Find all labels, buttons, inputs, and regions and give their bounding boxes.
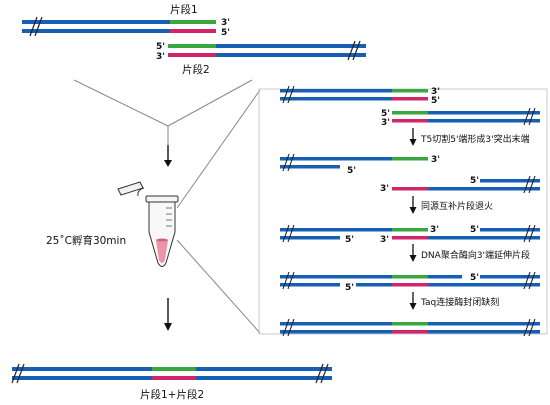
fragment2-duplex xyxy=(168,44,366,57)
down-arrow-icon xyxy=(409,292,417,310)
break-icon xyxy=(282,85,295,104)
stage-a-fragment1 xyxy=(280,89,428,101)
break-icon xyxy=(523,224,536,243)
fragment2-top-5prime: 5' xyxy=(156,42,165,52)
c-5prime-top: 5' xyxy=(470,225,479,235)
b1-5prime: 5' xyxy=(347,166,356,176)
merge-lines xyxy=(73,79,253,145)
break-icon xyxy=(523,175,536,194)
stage-c-annealed xyxy=(280,228,540,240)
down-arrow-icon xyxy=(409,128,417,146)
detail-panel xyxy=(258,88,548,335)
stage-b-fragment2 xyxy=(392,179,540,191)
break-icon xyxy=(282,318,295,337)
b1-3prime: 3' xyxy=(431,155,440,165)
break-icon xyxy=(523,271,536,290)
fragment2-label: 片段2 xyxy=(182,63,210,76)
break-icon xyxy=(282,153,295,172)
step-2-label: 同源互补片段退火 xyxy=(421,200,493,212)
result-duplex xyxy=(12,367,332,380)
fragment2-bottom-3prime: 3' xyxy=(156,52,165,62)
down-arrow-icon xyxy=(409,244,417,262)
step-4-label: Taq连接酶封闭缺刻 xyxy=(420,296,499,308)
down-arrow-icon xyxy=(164,298,172,331)
b2-3prime: 3' xyxy=(380,184,389,194)
c-3prime-bottom: 3' xyxy=(380,235,389,245)
result-label: 片段1+片段2 xyxy=(140,388,204,401)
fragment1-bottom-5prime: 5' xyxy=(221,28,230,38)
break-icon xyxy=(523,318,536,337)
down-arrow-icon xyxy=(409,196,417,214)
microcentrifuge-tube-icon xyxy=(117,181,179,267)
break-icon xyxy=(347,40,361,61)
down-arrow-icon xyxy=(164,145,172,167)
d-5prime-top: 5' xyxy=(470,273,479,283)
break-icon xyxy=(11,363,25,384)
stage-b-fragment1 xyxy=(280,157,428,169)
break-icon xyxy=(282,271,295,290)
a2-5prime: 5' xyxy=(381,109,390,119)
stage-d-extended xyxy=(280,275,540,287)
c-3prime-top: 3' xyxy=(430,225,439,235)
a2-3prime: 3' xyxy=(381,118,390,128)
incubation-label: 25˚C孵育30min xyxy=(46,234,126,247)
stage-a-fragment2 xyxy=(392,111,540,123)
stage-e-sealed xyxy=(280,322,540,334)
step-3-label: DNA聚合酶向3'端延伸片段 xyxy=(421,249,530,261)
break-icon xyxy=(282,224,295,243)
step-1-label: T5切割5'端形成3'突出末端 xyxy=(420,133,530,145)
b2-5prime: 5' xyxy=(470,176,479,186)
a1-3prime: 3' xyxy=(431,87,440,97)
zoom-lines xyxy=(176,89,261,334)
d-5prime-bottom: 5' xyxy=(345,283,354,293)
break-icon xyxy=(523,107,536,126)
fragment1-duplex xyxy=(22,20,216,33)
fragment1-top-3prime: 3' xyxy=(221,18,230,28)
break-icon xyxy=(29,16,43,37)
a1-5prime: 5' xyxy=(431,96,440,106)
fragment1-label: 片段1 xyxy=(170,3,198,16)
c-5prime-bottom: 5' xyxy=(345,235,354,245)
break-icon xyxy=(315,363,329,384)
